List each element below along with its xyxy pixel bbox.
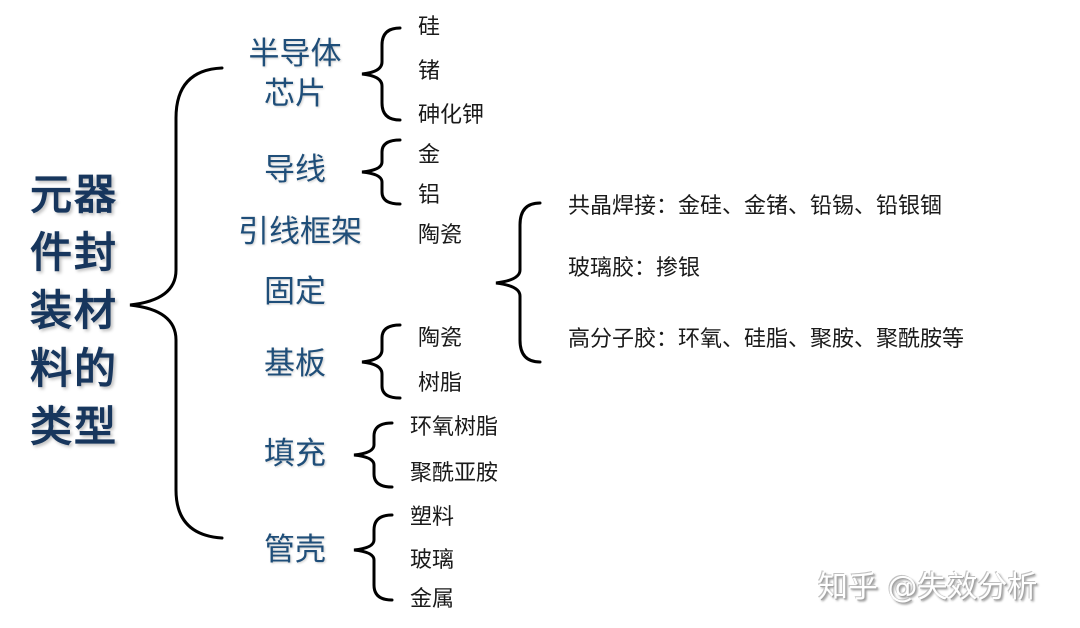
category-wire: 导线 [264,152,326,188]
root-line: 类型 [30,402,119,451]
leaf-item: 硅 [418,15,441,40]
leaf-item: 铝 [418,183,441,208]
detail-item: 高分子胶：环氧、硅脂、聚胺、聚酰胺等 [568,327,965,352]
leaf-item: 陶瓷 [418,326,463,351]
root-line: 料的 [30,344,119,393]
main-brace [129,66,224,540]
category-filling: 填充 [264,436,326,472]
root-line: 件封 [30,228,119,277]
category-substrate: 基板 [264,346,326,382]
category-fixing: 固定 [264,274,326,310]
root-line: 装材 [30,286,119,335]
root-line: 元器 [30,170,119,219]
category-label: 半导体 [248,36,342,72]
leaf-item: 聚酰亚胺 [410,461,499,486]
leaf-item: 塑料 [410,505,455,530]
leaf-item: 金属 [410,587,455,612]
leaf-item: 玻璃 [410,548,455,573]
category-semiconductor-chip: 半导体 芯片 [240,34,350,114]
leaf-item: 陶瓷 [418,223,463,248]
leaf-item: 锗 [418,59,441,84]
watermark: 知乎 @失效分析 [818,570,1038,605]
category-label: 芯片 [264,76,326,112]
detail-item: 玻璃胶：掺银 [568,256,701,281]
leaf-item: 金 [418,143,441,168]
leaf-item: 砷化钾 [418,103,485,128]
leaf-item: 环氧树脂 [410,415,499,440]
category-package-shell: 管壳 [264,532,326,568]
root-title: 元器 件封 装材 料的 类型 [30,166,130,456]
detail-item: 共晶焊接：金硅、金锗、铅锡、铅银锢 [568,194,943,219]
leaf-item: 树脂 [418,371,463,396]
category-lead-frame: 引线框架 [238,214,362,250]
